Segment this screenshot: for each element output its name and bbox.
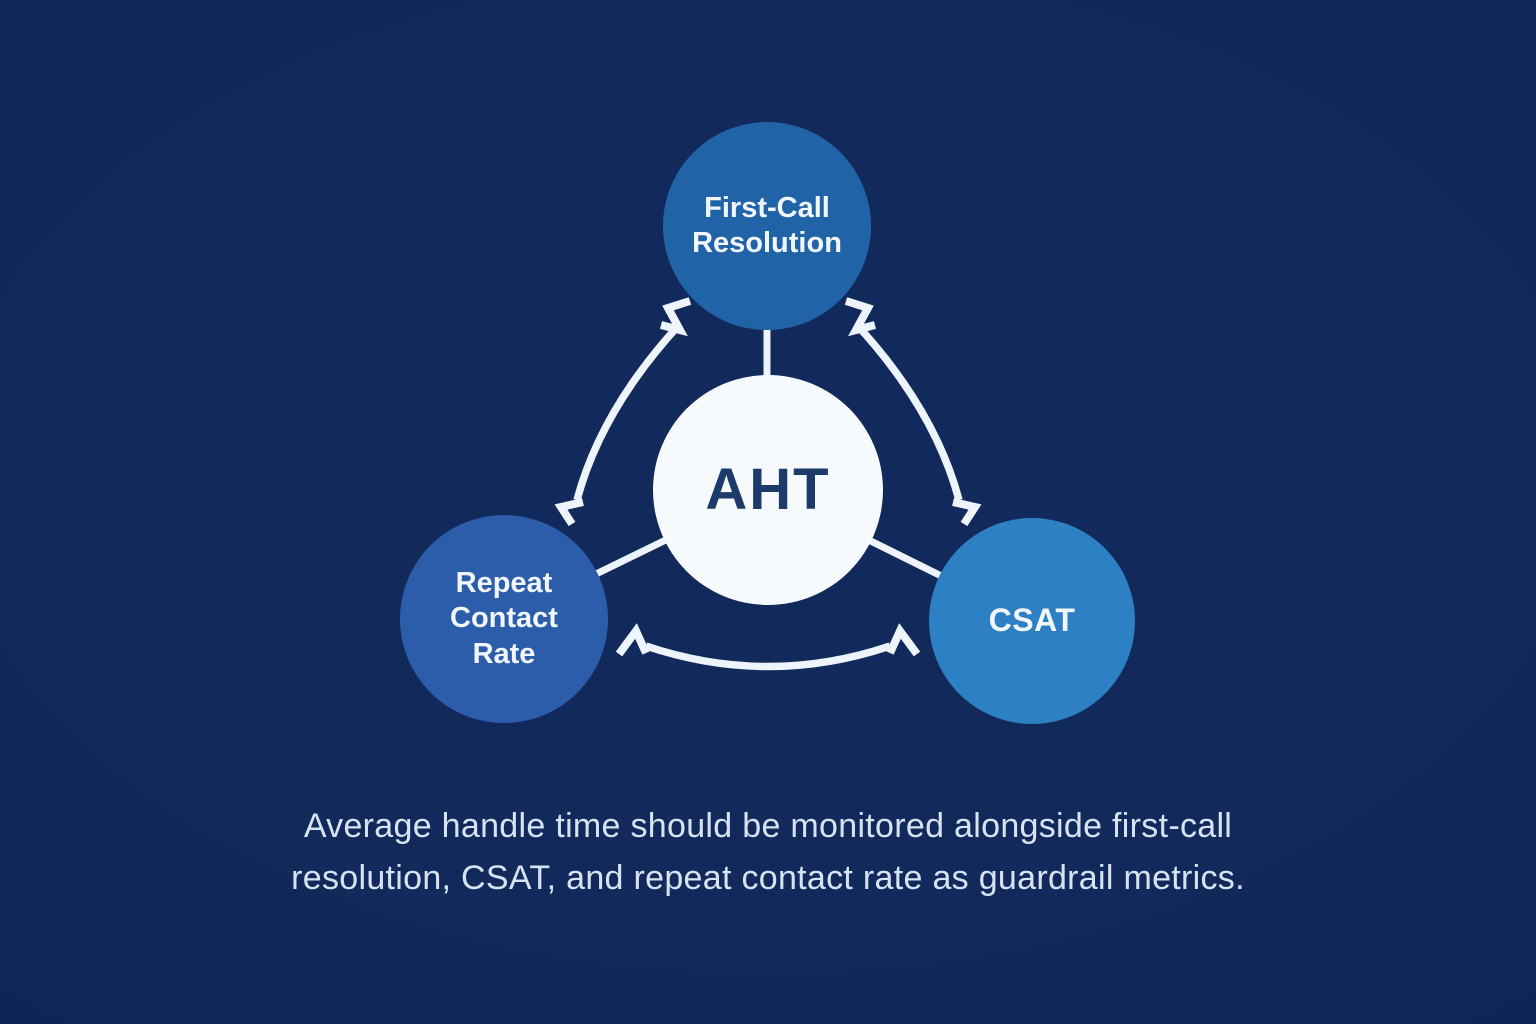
zigzag-arrow-icon [886, 623, 921, 657]
center-label: AHT [705, 456, 831, 522]
node-first-call-resolution: First-Call Resolution [663, 122, 871, 330]
caption: Average handle time should be monitored … [0, 800, 1536, 904]
node-repeat-contact-rate: Repeat Contact Rate [400, 515, 608, 723]
node-csat: CSAT [929, 518, 1135, 724]
arc-top-to-left [573, 322, 682, 501]
arc-top-to-right [854, 322, 963, 501]
caption-line-1: Average handle time should be monitored … [303, 807, 1233, 845]
zigzag-arrow-icon [844, 297, 877, 337]
zigzag-arrow-icon [554, 498, 584, 527]
node-label: Repeat Contact Rate [450, 566, 558, 670]
zigzag-arrow-icon [952, 498, 982, 527]
zigzag-arrow-icon [659, 297, 692, 337]
node-label: First-Call Resolution [692, 191, 842, 259]
node-label: CSAT [988, 602, 1076, 639]
arc-left-to-right [644, 642, 892, 671]
node-aht-center: AHT [653, 375, 883, 605]
zigzag-arrow-icon [615, 623, 650, 657]
caption-line-2: resolution, CSAT, and repeat contact rat… [291, 859, 1245, 897]
